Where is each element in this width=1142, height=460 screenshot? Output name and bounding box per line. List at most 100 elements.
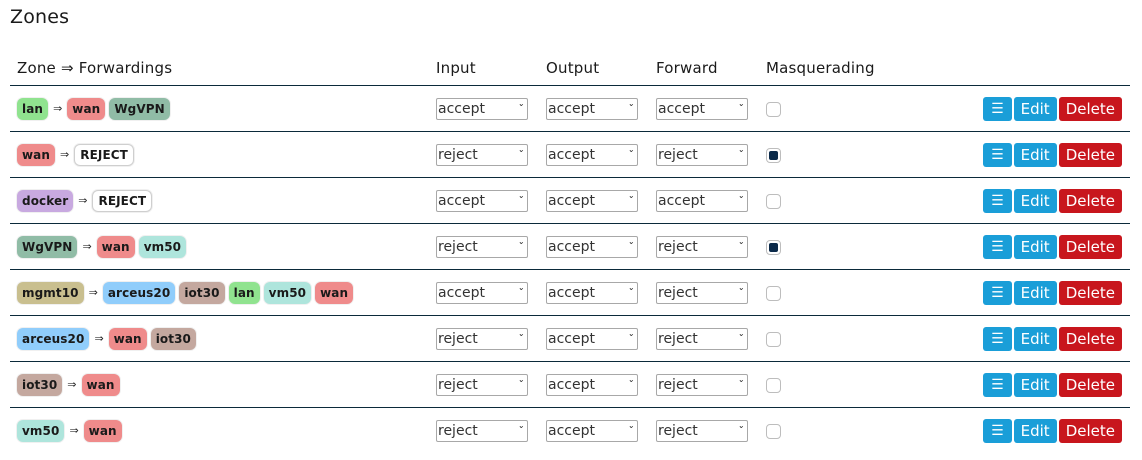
chevron-down-icon: ˅ (737, 333, 744, 344)
forward-policy-select[interactable]: reject˅ (656, 419, 748, 442)
select-value: accept (658, 192, 705, 209)
forward-policy-select[interactable]: reject˅ (656, 373, 748, 396)
input-cell: reject˅ (429, 223, 539, 270)
edit-button[interactable]: Edit (1013, 418, 1057, 443)
menu-button[interactable]: ☰ (983, 142, 1012, 167)
edit-button[interactable]: Edit (1013, 372, 1057, 397)
reject-badge: REJECT (74, 143, 134, 166)
input-policy-select[interactable]: reject˅ (436, 235, 528, 258)
edit-button[interactable]: Edit (1013, 96, 1057, 121)
select-value: reject (438, 376, 478, 393)
input-policy-select[interactable]: reject˅ (436, 419, 528, 442)
output-policy-select[interactable]: accept˅ (546, 97, 638, 120)
masquerading-checkbox[interactable] (766, 148, 781, 163)
header-masquerading: Masquerading (759, 51, 926, 86)
input-cell: reject ˅ (429, 361, 539, 408)
forwarding-badge: wan (83, 419, 122, 442)
menu-button[interactable]: ☰ (983, 234, 1012, 259)
zone-badge: lan (17, 97, 49, 120)
menu-button[interactable]: ☰ (983, 418, 1012, 443)
forward-cell: reject˅ (649, 408, 759, 454)
masquerading-cell (759, 361, 926, 408)
forward-cell: accept˅ (649, 177, 759, 224)
input-policy-select[interactable]: reject ˅ (436, 373, 528, 396)
input-policy-select[interactable]: accept˅ (436, 97, 528, 120)
edit-button[interactable]: Edit (1013, 326, 1057, 351)
delete-button[interactable]: Delete (1058, 326, 1122, 351)
forward-arrow-icon: ⇒ (60, 148, 70, 161)
forward-policy-select[interactable]: reject˅ (656, 143, 748, 166)
output-policy-select[interactable]: accept˅ (546, 235, 638, 258)
chevron-down-icon: ˅ (737, 149, 744, 160)
masquerading-checkbox[interactable] (766, 286, 781, 301)
forward-policy-select[interactable]: reject˅ (656, 327, 748, 350)
delete-button[interactable]: Delete (1058, 372, 1122, 397)
forward-arrow-icon: ⇒ (67, 378, 77, 391)
masquerading-checkbox[interactable] (766, 240, 781, 255)
forward-policy-select[interactable]: reject˅ (656, 235, 748, 258)
output-policy-select[interactable]: accept˅ (546, 419, 638, 442)
forwarding-badge: WgVPN (109, 97, 170, 120)
delete-button[interactable]: Delete (1058, 234, 1122, 259)
edit-button[interactable]: Edit (1013, 280, 1057, 305)
masquerading-checkbox[interactable] (766, 102, 781, 117)
chevron-down-icon: ˅ (517, 103, 524, 114)
output-policy-select[interactable]: accept˅ (546, 327, 638, 350)
output-policy-select[interactable]: accept ˅ (546, 189, 638, 212)
menu-button[interactable]: ☰ (983, 372, 1012, 397)
chevron-down-icon: ˅ (517, 379, 524, 390)
forward-policy-select[interactable]: accept˅ (656, 97, 748, 120)
chevron-down-icon: ˅ (627, 241, 634, 252)
forward-cell: reject˅ (649, 223, 759, 270)
forwarding-badge: wan (108, 327, 147, 350)
edit-button[interactable]: Edit (1013, 234, 1057, 259)
hamburger-menu-icon: ☰ (991, 376, 1004, 393)
forward-arrow-icon: ⇒ (88, 286, 98, 299)
input-policy-select[interactable]: accept˅ (436, 281, 528, 304)
chevron-down-icon: ˅ (737, 241, 744, 252)
forward-cell: reject˅ (649, 131, 759, 178)
delete-button[interactable]: Delete (1058, 142, 1122, 167)
delete-button[interactable]: Delete (1058, 188, 1122, 213)
output-policy-select[interactable]: accept˅ (546, 143, 638, 166)
menu-button[interactable]: ☰ (983, 280, 1012, 305)
forward-policy-select[interactable]: accept˅ (656, 189, 748, 212)
forwarding-badge: vm50 (263, 281, 312, 304)
forward-policy-select[interactable]: reject˅ (656, 281, 748, 304)
masquerading-checkbox[interactable] (766, 378, 781, 393)
masquerading-cell (759, 408, 926, 454)
input-policy-select[interactable]: reject˅ (436, 327, 528, 350)
zone-forwardings-cell: iot30⇒wan (10, 361, 429, 408)
masquerading-checkbox[interactable] (766, 424, 781, 439)
forwarding-badge: vm50 (138, 235, 187, 258)
input-policy-select[interactable]: reject˅ (436, 143, 528, 166)
edit-button[interactable]: Edit (1013, 188, 1057, 213)
input-cell: accept˅ (429, 177, 539, 224)
masquerading-cell (759, 177, 926, 224)
masquerading-checkbox[interactable] (766, 332, 781, 347)
masquerading-checkbox[interactable] (766, 194, 781, 209)
delete-button[interactable]: Delete (1058, 418, 1122, 443)
edit-button[interactable]: Edit (1013, 142, 1057, 167)
input-policy-select[interactable]: accept˅ (436, 189, 528, 212)
chevron-down-icon: ˅ (627, 195, 634, 206)
menu-button[interactable]: ☰ (983, 188, 1012, 213)
menu-button[interactable]: ☰ (983, 96, 1012, 121)
delete-button[interactable]: Delete (1058, 96, 1122, 121)
zone-badge: mgmt10 (17, 281, 84, 304)
delete-button[interactable]: Delete (1058, 280, 1122, 305)
select-value: accept (548, 192, 595, 209)
forward-cell: reject˅ (649, 361, 759, 408)
chevron-down-icon: ˅ (517, 287, 524, 298)
masquerading-cell (759, 131, 926, 178)
output-policy-select[interactable]: accept˅ (546, 373, 638, 396)
output-policy-select[interactable]: accept˅ (546, 281, 638, 304)
masquerading-cell (759, 223, 926, 270)
menu-button[interactable]: ☰ (983, 326, 1012, 351)
zone-badge: vm50 (17, 419, 65, 442)
